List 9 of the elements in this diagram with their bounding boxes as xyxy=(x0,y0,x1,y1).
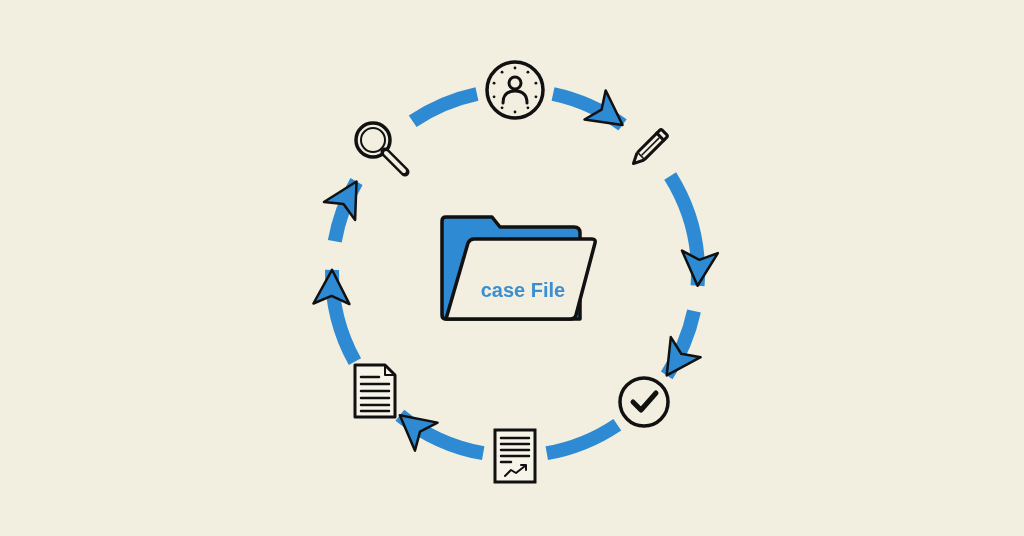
folder-label: case File xyxy=(480,279,566,301)
user-icon xyxy=(484,59,546,121)
curved-arrow xyxy=(664,172,718,287)
curved-arrow xyxy=(660,309,701,379)
curved-arrow xyxy=(395,409,485,461)
curved-arrow xyxy=(323,178,363,243)
curved-arrow xyxy=(551,87,627,131)
curved-arrow xyxy=(314,268,362,365)
check-circle-icon xyxy=(616,374,673,431)
